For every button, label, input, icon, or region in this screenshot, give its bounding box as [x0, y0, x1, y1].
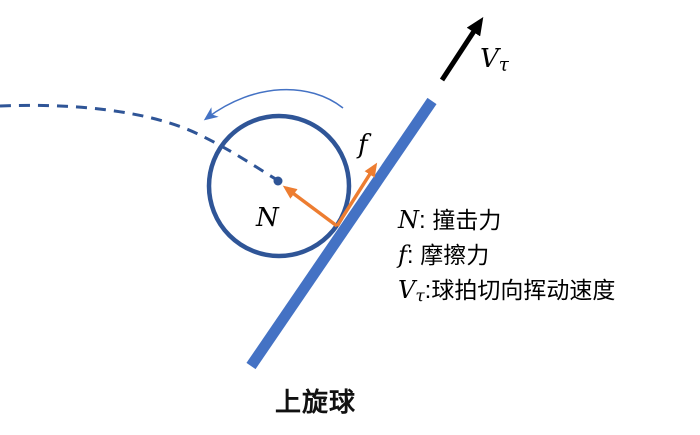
legend-text: 球拍切向挥动速度	[431, 278, 616, 304]
legend-item-racket-velocity: Vτ:球拍切向挥动速度	[398, 273, 615, 312]
legend-separator: :	[419, 207, 433, 234]
diagram-caption: 上旋球	[275, 388, 357, 418]
normal-force-arrow-icon	[282, 185, 339, 228]
legend-symbol: V	[398, 276, 416, 304]
legend: N: 撞击力 f: 摩擦力 Vτ:球拍切向挥动速度	[398, 203, 615, 312]
racket-velocity-arrow-icon	[439, 16, 484, 82]
ball-trajectory	[0, 103, 280, 183]
velocity-label: Vτ	[480, 44, 509, 76]
legend-text: 撞击力	[432, 208, 502, 234]
friction-force-arrow-icon	[335, 162, 378, 227]
ball-center	[273, 176, 283, 186]
legend-item-normal-force: N: 撞击力	[398, 203, 615, 238]
friction-label: f	[358, 130, 368, 160]
legend-separator: :	[406, 242, 421, 269]
legend-symbol: f	[398, 241, 407, 269]
ball	[206, 113, 352, 259]
legend-subscript: τ	[415, 285, 425, 306]
legend-item-friction: f: 摩擦力	[398, 238, 615, 273]
legend-separator: :	[424, 277, 432, 304]
spin-direction-arrow-icon	[203, 88, 344, 121]
velocity-subscript: τ	[498, 54, 509, 76]
normal-force-label: N	[256, 203, 279, 233]
racket	[246, 97, 437, 370]
legend-symbol: N	[398, 206, 419, 234]
velocity-symbol: V	[480, 44, 499, 74]
legend-text: 摩擦力	[420, 243, 490, 269]
